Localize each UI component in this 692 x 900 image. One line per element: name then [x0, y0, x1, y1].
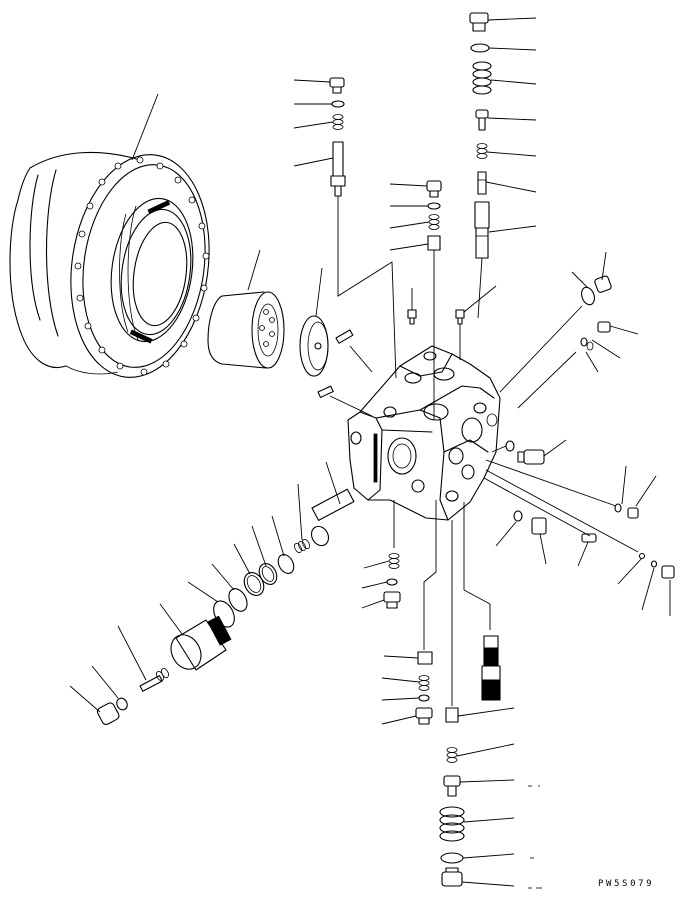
flange-bolt-holes [74, 156, 210, 376]
lower-right-stack [439, 502, 542, 889]
center-upper-stack [389, 180, 442, 420]
right-stack-parts [469, 12, 537, 319]
cylinder-block [207, 249, 285, 369]
lower-center-stack [361, 500, 437, 725]
drawing-code: PW5S079 [598, 879, 655, 889]
front-assembly [69, 461, 355, 726]
case-plugs [317, 285, 497, 417]
valve-plate [299, 267, 329, 377]
motor-case [347, 345, 501, 521]
final-drive-housing [9, 93, 210, 378]
right-side-parts [483, 251, 675, 616]
left-upper-stack [293, 77, 397, 379]
